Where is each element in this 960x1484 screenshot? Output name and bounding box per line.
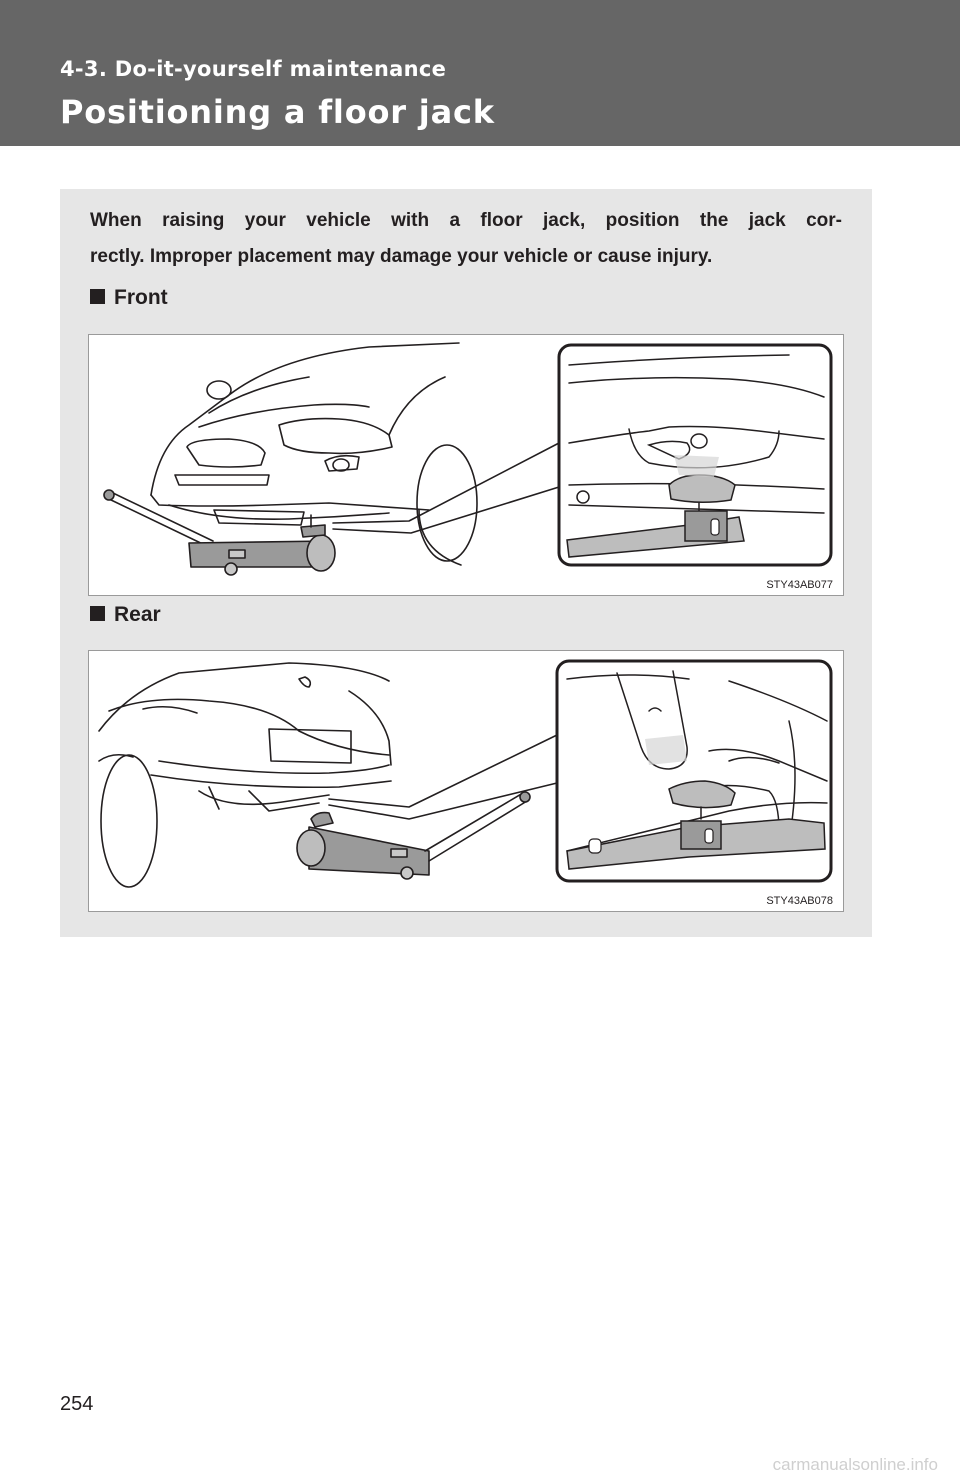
content-box: When raising your vehicle with a floor j… (60, 189, 872, 937)
rear-heading-text: Rear (114, 603, 161, 626)
page-title: Positioning a floor jack (60, 93, 495, 131)
intro-line-1: When raising your vehicle with a floor j… (90, 210, 842, 231)
rear-heading: Rear (90, 603, 161, 627)
front-figure-code: STY43AB077 (766, 579, 833, 591)
front-heading: Front (90, 286, 168, 310)
intro-line-2: rectly. Improper placement may damage yo… (90, 246, 713, 267)
rear-figure-code: STY43AB078 (766, 895, 833, 907)
front-jack-figure: STY43AB077 (88, 334, 844, 596)
rear-jack-illustration (98, 659, 833, 888)
page-header: 4-3. Do-it-yourself maintenance Position… (0, 0, 960, 146)
watermark: carmanualsonline.info (772, 1455, 938, 1474)
square-bullet-icon (90, 289, 105, 304)
square-bullet-icon (90, 606, 105, 621)
page-number: 254 (60, 1393, 94, 1415)
rear-jack-figure: STY43AB078 (88, 650, 844, 912)
intro-paragraph: When raising your vehicle with a floor j… (90, 203, 842, 275)
front-heading-text: Front (114, 286, 168, 309)
section-label: 4-3. Do-it-yourself maintenance (60, 57, 447, 81)
front-jack-illustration (103, 342, 833, 576)
